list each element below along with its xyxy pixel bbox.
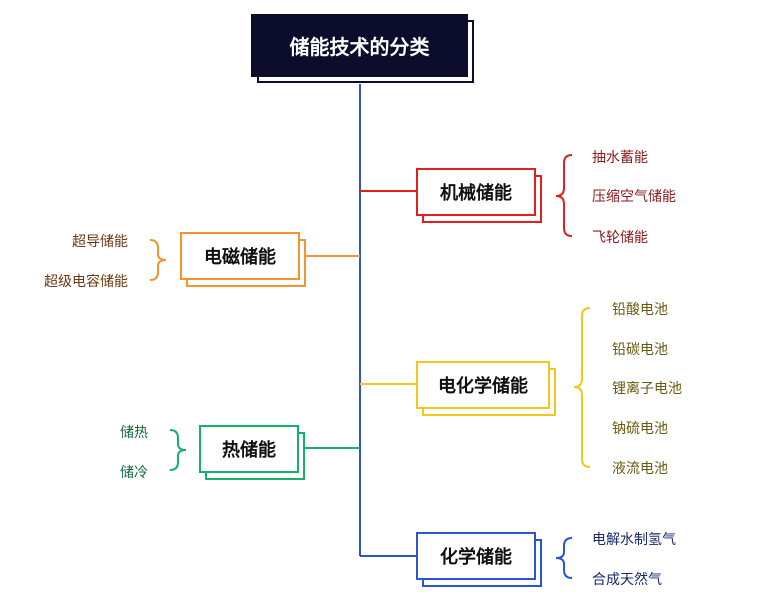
leaf-thermal-1: 储热	[120, 425, 148, 441]
root-title: 储能技术的分类	[251, 14, 468, 77]
leaf-electrochemical-3: 锂离子电池	[612, 381, 682, 397]
leaf-electrochemical-1: 铅酸电池	[612, 302, 668, 318]
brace-electromagnetic	[149, 239, 167, 281]
leaf-electrochemical-5: 液流电池	[612, 461, 668, 477]
brace-electrochemical	[573, 307, 591, 468]
leaf-chemical-1: 电解水制氢气	[592, 532, 676, 548]
leaf-thermal-2: 储冷	[120, 465, 148, 481]
branch-electrochemical: 电化学储能	[416, 361, 550, 409]
leaf-electrochemical-4: 钠硫电池	[612, 421, 668, 437]
leaf-mechanical-2: 压缩空气储能	[592, 189, 676, 205]
branch-mechanical: 机械储能	[416, 168, 536, 216]
leaf-electromagnetic-1: 超导储能	[72, 234, 128, 250]
branch-thermal: 热储能	[199, 425, 299, 473]
branch-chemical: 化学储能	[416, 532, 536, 580]
leaf-mechanical-1: 抽水蓄能	[592, 150, 648, 166]
leaf-chemical-2: 合成天然气	[592, 572, 662, 588]
brace-mechanical	[555, 154, 573, 237]
brace-chemical	[555, 537, 573, 579]
leaf-mechanical-3: 飞轮储能	[592, 230, 648, 246]
branch-electromagnetic: 电磁储能	[180, 232, 300, 280]
leaf-electromagnetic-2: 超级电容储能	[44, 274, 128, 290]
leaf-electrochemical-2: 铅碳电池	[612, 342, 668, 358]
brace-thermal	[169, 429, 187, 471]
